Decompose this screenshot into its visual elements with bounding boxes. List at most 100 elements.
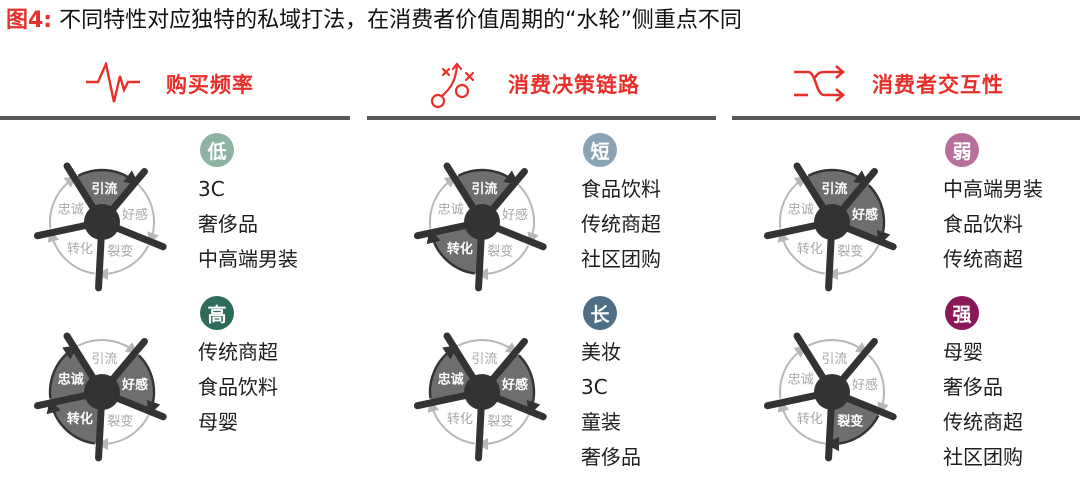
svg-text:裂变: 裂变	[107, 244, 133, 260]
category-item: 传统商超	[943, 247, 1023, 271]
level-badge: 高	[200, 296, 234, 330]
wheel-segment-1: 好感	[852, 354, 889, 415]
wheel-segment-2: 裂变	[826, 244, 880, 280]
category-item: 食品饮料	[943, 212, 1023, 236]
wheel-segment-0: 引流	[454, 168, 520, 222]
category-item: 食品饮料	[198, 375, 278, 399]
wheel-segment-0: 引流	[457, 339, 519, 367]
level-badge: 短	[583, 133, 617, 167]
category-item: 美妆	[581, 340, 621, 364]
level-badge: 强	[945, 296, 979, 330]
svg-text:好感: 好感	[502, 207, 528, 223]
category-item: 传统商超	[943, 410, 1023, 434]
wheel-segment-3: 转化	[777, 399, 825, 445]
svg-text:好感: 好感	[851, 207, 878, 223]
svg-text:引流: 引流	[91, 181, 117, 197]
svg-text:引流: 引流	[821, 352, 847, 367]
value-wheel: 引流好感裂变转化 忠诚	[17, 307, 187, 477]
category-item: 食品饮料	[581, 177, 661, 201]
wheel-segment-1: 好感	[122, 184, 159, 245]
category-group-long-path: 长 美妆 3C 童装 奢侈品	[581, 296, 641, 475]
level-badge: 低	[200, 133, 234, 167]
category-item: 奢侈品	[943, 375, 1003, 399]
level-badge: 长	[583, 296, 617, 330]
svg-text:忠诚: 忠诚	[788, 203, 814, 218]
column-heading: 消费决策链路	[508, 73, 640, 97]
svg-text:好感: 好感	[852, 377, 878, 393]
svg-text:引流: 引流	[471, 181, 497, 197]
category-item: 奢侈品	[581, 445, 641, 469]
svg-text:引流: 引流	[471, 352, 497, 367]
svg-text:转化: 转化	[797, 412, 823, 427]
wheel-segment-4: 忠诚	[49, 175, 84, 229]
wheel-segment-4: 忠诚	[779, 345, 814, 399]
category-group-high-frequency: 高 传统商超 食品饮料 母婴	[198, 296, 278, 440]
column-heading: 购买频率	[166, 73, 254, 97]
svg-text:转化: 转化	[447, 412, 473, 427]
svg-text:忠诚: 忠诚	[788, 373, 814, 388]
wheel-segment-0: 引流	[77, 339, 139, 367]
wheel-segment-0: 引流	[804, 168, 870, 222]
wheel-segment-3: 转化	[46, 392, 102, 445]
figure-label: 图4:	[6, 8, 53, 33]
svg-text:好感: 好感	[501, 377, 528, 393]
category-item: 母婴	[198, 410, 238, 434]
wheel-segment-0: 引流	[74, 168, 140, 222]
svg-text:裂变: 裂变	[487, 244, 513, 260]
svg-text:转化: 转化	[67, 242, 93, 257]
svg-text:转化: 转化	[67, 411, 93, 427]
value-wheel: 引流好感裂变转化 忠诚	[17, 137, 187, 307]
wheel-segment-2: 裂变	[96, 414, 150, 450]
wheel-segment-4: 忠诚	[429, 175, 464, 229]
wheel-segment-3: 转化	[47, 229, 95, 275]
wheel-segment-3: 转化	[426, 222, 482, 275]
category-group-short-path: 短 食品饮料 传统商超 社区团购	[581, 133, 661, 277]
category-item: 3C	[198, 177, 225, 201]
wheel-segment-2: 裂变	[476, 244, 530, 280]
wheel-segment-0: 引流	[807, 339, 869, 367]
wheel-segment-2: 裂变	[96, 244, 150, 280]
level-badge: 弱	[945, 133, 979, 167]
svg-text:裂变: 裂变	[837, 244, 863, 260]
category-group-weak-interaction: 弱 中高端男装 食品饮料 传统商超	[943, 133, 1043, 277]
svg-text:忠诚: 忠诚	[438, 203, 464, 218]
column-divider	[367, 116, 716, 120]
category-item: 奢侈品	[198, 212, 258, 236]
wheel-segment-4: 忠诚	[779, 175, 814, 229]
category-item: 传统商超	[198, 340, 278, 364]
heartbeat-icon	[86, 62, 140, 103]
column-header-interactivity: 消费者交互性	[792, 56, 1004, 112]
category-group-low-frequency: 低 3C 奢侈品 中高端男装	[198, 133, 298, 277]
svg-text:好感: 好感	[122, 207, 148, 223]
category-item: 传统商超	[581, 212, 661, 236]
svg-text:裂变: 裂变	[107, 414, 133, 430]
category-item: 中高端男装	[943, 177, 1043, 201]
figure-title: 图4: 不同特性对应独特的私域打法，在消费者价值周期的“水轮”侧重点不同	[6, 6, 742, 36]
svg-text:裂变: 裂变	[487, 414, 513, 430]
svg-text:引流: 引流	[91, 352, 117, 367]
svg-text:忠诚: 忠诚	[58, 203, 84, 218]
column-heading: 消费者交互性	[872, 73, 1004, 97]
category-item: 中高端男装	[198, 247, 298, 271]
wheel-segment-2: 裂变	[476, 414, 530, 450]
svg-text:转化: 转化	[797, 242, 823, 257]
category-item: 社区团购	[943, 445, 1023, 469]
svg-text:好感: 好感	[121, 377, 148, 393]
value-wheel: 引流好感裂变转化 忠诚	[747, 307, 917, 477]
strategy-play-icon	[430, 62, 475, 109]
column-divider	[0, 116, 350, 120]
column-divider	[732, 116, 1080, 120]
value-wheel: 引流好感裂变转化忠诚	[397, 307, 567, 477]
category-item: 童装	[581, 410, 621, 434]
svg-text:转化: 转化	[447, 241, 473, 257]
category-item: 母婴	[943, 340, 983, 364]
wheel-segment-3: 转化	[777, 229, 825, 275]
wheel-segment-3: 转化	[427, 399, 475, 445]
category-group-strong-interaction: 强 母婴 奢侈品 传统商超 社区团购	[943, 296, 1023, 475]
column-header-purchase-frequency: 购买频率	[84, 56, 254, 112]
value-wheel: 引流好感裂变转化 忠诚	[747, 137, 917, 307]
value-wheel: 引流好感裂变转化 忠诚	[397, 137, 567, 307]
svg-text:忠诚: 忠诚	[58, 372, 84, 388]
svg-text:裂变: 裂变	[836, 414, 863, 430]
category-item: 社区团购	[581, 247, 661, 271]
